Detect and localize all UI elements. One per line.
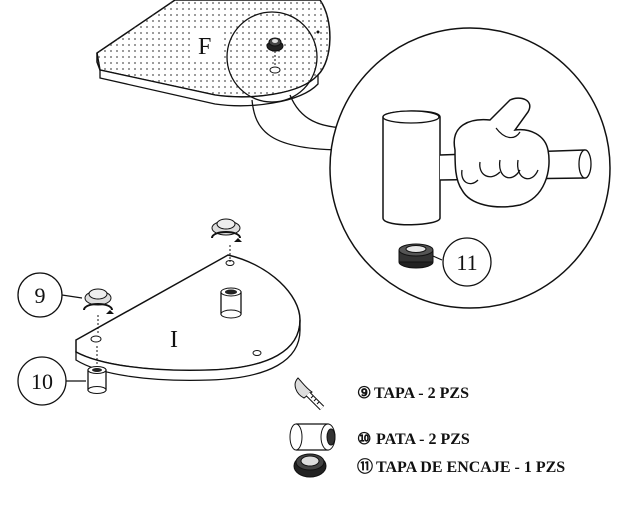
snap-cap-detail bbox=[398, 243, 434, 269]
callout-9: 9 bbox=[35, 283, 46, 308]
leg-on-plate bbox=[220, 287, 242, 319]
parts-legend: ⑨ TAPA - 2 PZS ⑩ PATA - 2 PZS ⑪ TAPA DE … bbox=[289, 377, 565, 478]
legend-number-9: ⑨ bbox=[357, 385, 371, 402]
legend-label-10: PATA - 2 PZS bbox=[376, 431, 470, 448]
callout-11-circle bbox=[442, 237, 492, 287]
cap-top-right bbox=[211, 218, 242, 262]
hammer-detail: 11 bbox=[329, 27, 611, 309]
leg-cylinder-icon bbox=[289, 423, 336, 451]
magnify-source-circle bbox=[226, 11, 318, 103]
legend-item-11: ⑪ TAPA DE ENCAJE - 1 PZS bbox=[357, 457, 565, 476]
legend-label-9: TAPA - 2 PZS bbox=[374, 385, 469, 402]
hand-icon bbox=[453, 97, 550, 208]
callout-11: 11 bbox=[456, 250, 477, 275]
callout-10: 10 bbox=[31, 369, 53, 394]
detail-connector-line bbox=[251, 99, 346, 151]
installed-snap-cap bbox=[266, 37, 284, 74]
cap-9 bbox=[83, 288, 114, 334]
cap-screw-icon bbox=[294, 377, 325, 411]
leg-10 bbox=[87, 346, 107, 394]
legend-number-10: ⑩ bbox=[357, 431, 371, 448]
legend-number-11: ⑪ bbox=[357, 457, 373, 476]
legend-item-10: ⑩ PATA - 2 PZS bbox=[357, 431, 470, 448]
legend-item-9: ⑨ TAPA - 2 PZS bbox=[357, 385, 469, 402]
panel-f-label: F bbox=[198, 34, 211, 60]
panel-i-label: I bbox=[170, 327, 178, 353]
legend-label-11: TAPA DE ENCAJE - 1 PZS bbox=[376, 459, 565, 476]
panel-f: F bbox=[96, 0, 331, 107]
snap-cap-icon bbox=[293, 453, 327, 478]
panel-i: I bbox=[75, 218, 301, 394]
